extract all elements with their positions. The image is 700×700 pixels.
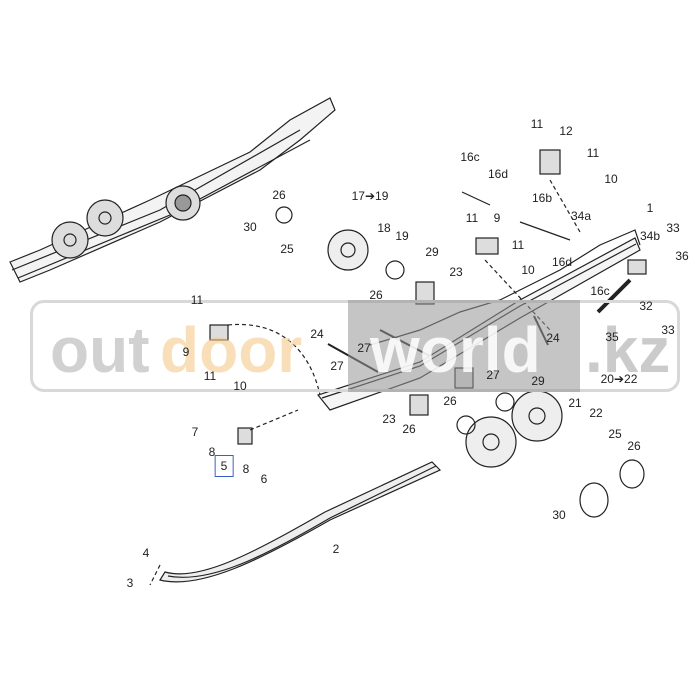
callout-label: 6 xyxy=(260,472,268,486)
callout-label: 8 xyxy=(242,462,250,476)
watermark-world: world xyxy=(370,314,541,386)
callout-label: 26 xyxy=(402,422,416,436)
callout-label: 9 xyxy=(493,211,501,225)
callout-label: 20➔22 xyxy=(600,372,638,386)
callout-label: 11 xyxy=(586,146,600,160)
callout-label: 11 xyxy=(203,369,217,383)
callout-label: 30 xyxy=(552,508,566,522)
callout-label: 26 xyxy=(627,439,641,453)
watermark-kz: .kz xyxy=(585,314,671,386)
callout-label: 32 xyxy=(639,299,653,313)
callout-label: 24 xyxy=(310,327,324,341)
callout-label: 16c xyxy=(460,150,480,164)
callout-label: 11 xyxy=(465,211,479,225)
callout-label: 2 xyxy=(332,542,340,556)
callout-label: 11 xyxy=(190,293,204,307)
callout-label: 30 xyxy=(243,220,257,234)
callout-label: 23 xyxy=(449,265,463,279)
callout-label: 3 xyxy=(126,576,134,590)
callout-label: 9 xyxy=(182,345,190,359)
callout-label: 22 xyxy=(589,406,603,420)
callout-label: 16d xyxy=(551,255,573,269)
callout-label: 33 xyxy=(661,323,675,337)
callout-label: 21 xyxy=(568,396,582,410)
callout-label: 29 xyxy=(425,245,439,259)
callout-label: 10 xyxy=(604,172,618,186)
callout-label: 26 xyxy=(443,394,457,408)
callout-label: 18 xyxy=(377,221,391,235)
callout-label: 10 xyxy=(521,263,535,277)
callout-label: 36 xyxy=(675,249,689,263)
callout-label: 25 xyxy=(608,427,622,441)
callout-label: 19 xyxy=(395,229,409,243)
callout-label: 4 xyxy=(142,546,150,560)
callout-label: 11 xyxy=(530,117,544,131)
callout-label: 27 xyxy=(486,368,500,382)
watermark-out: out xyxy=(50,314,150,386)
callout-label: 7 xyxy=(191,425,199,439)
callout-label: 34a xyxy=(570,209,592,223)
callout-label: 16c xyxy=(590,284,610,298)
callout-label: 29 xyxy=(531,374,545,388)
callout-label: 11 xyxy=(511,238,525,252)
watermark-door: door xyxy=(160,314,303,386)
callout-label: 10 xyxy=(233,379,247,393)
watermark-box xyxy=(348,300,580,392)
idler-wheels xyxy=(275,206,645,518)
callout-label: 27 xyxy=(330,359,344,373)
callout-label: 27 xyxy=(357,341,371,355)
callout-label: 23 xyxy=(382,412,396,426)
callout-label: 35 xyxy=(605,330,619,344)
callout-label: 16d xyxy=(487,167,509,181)
callout-label: 16b xyxy=(531,191,553,205)
rail-assembly-overview xyxy=(9,97,336,283)
callout-label: 8 xyxy=(208,445,216,459)
callout-label: 26 xyxy=(369,288,383,302)
wear-strip xyxy=(159,461,442,583)
callout-label: 24 xyxy=(546,331,560,345)
callout-label: 26 xyxy=(272,188,286,202)
callout-label-highlighted: 5 xyxy=(214,455,234,477)
callout-label: 33 xyxy=(666,221,680,235)
callout-label: 34b xyxy=(639,229,661,243)
callout-label: 25 xyxy=(280,242,294,256)
callout-label: 12 xyxy=(559,124,573,138)
callout-label: 1 xyxy=(646,201,654,215)
callout-label: 17➔19 xyxy=(351,189,389,203)
